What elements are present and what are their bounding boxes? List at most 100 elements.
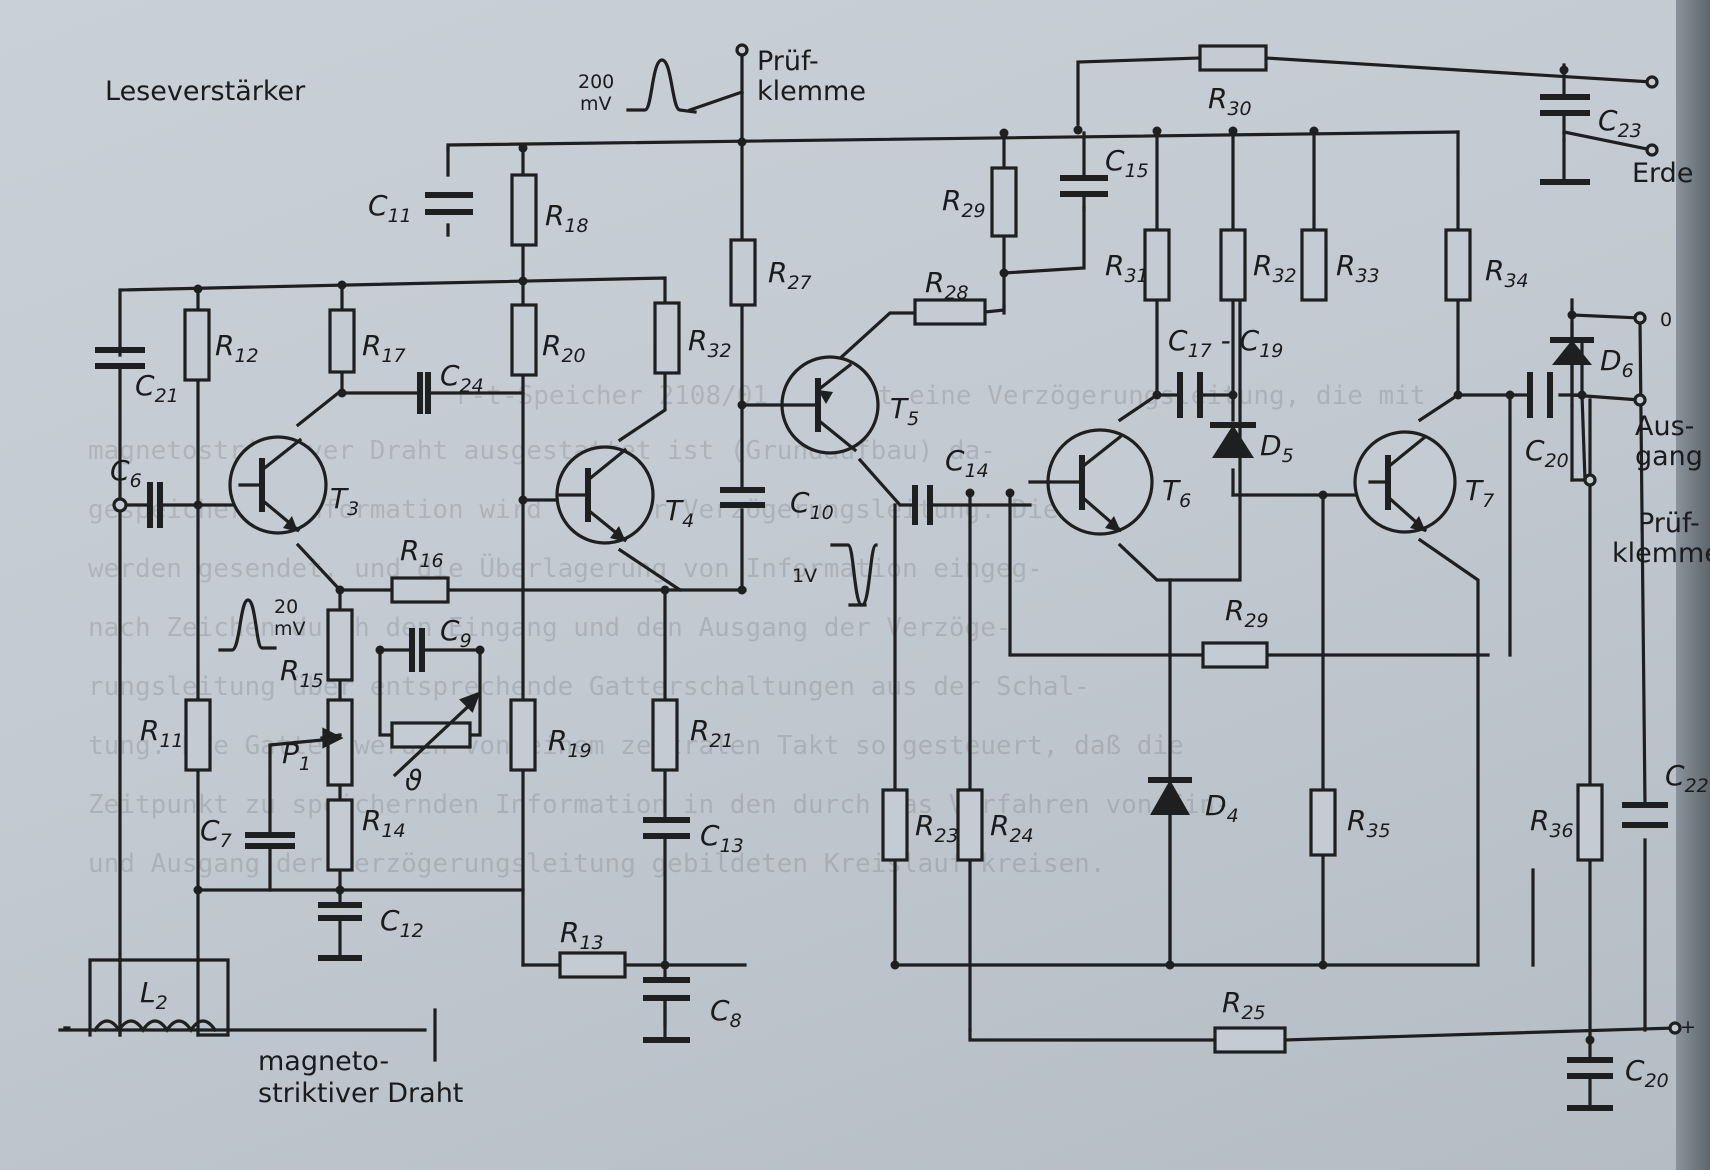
label-d6: D6 [1600, 344, 1634, 382]
label-ausgang-1: Aus- [1635, 411, 1694, 442]
transistor-t3 [228, 435, 328, 535]
resistor-r36 [1576, 783, 1604, 862]
label-c14: C21 [135, 369, 179, 407]
capacitors [95, 94, 1668, 1111]
ghost-line: nach Zeichen durch den Eingang und den A… [88, 613, 1012, 643]
label-pruefklemme-top-1: Prüf- [757, 46, 819, 77]
label-r27: R28 [925, 266, 969, 304]
label-r11: R11 [140, 714, 184, 752]
resistor-r21 [651, 698, 679, 772]
label-r17: R17 [362, 329, 406, 367]
label-striktiver-draht: striktiver Draht [258, 1078, 463, 1109]
label-c9: C9 [440, 614, 472, 652]
transistor-t6 [1028, 428, 1154, 536]
resistor-r20 [510, 303, 538, 377]
label-c15: C14 [945, 444, 989, 482]
pulse-label-mv: mV [580, 93, 612, 115]
resistor-r12 [183, 308, 211, 382]
bleed-through-text: r-t-Speicher 2108/01 enthält eine Verzög… [88, 381, 1426, 879]
junction-dots [193, 65, 1595, 1045]
diagram-title: Leseverstärker [105, 76, 306, 107]
label-magneto: magneto- [258, 1046, 389, 1077]
label-c20: C20 [1525, 434, 1569, 472]
diodes [1148, 337, 1594, 815]
label-r34: R34 [1485, 254, 1529, 292]
label-r36: R36 [1530, 804, 1574, 842]
ghost-line: und Ausgang der Verzögerungsleitung gebi… [88, 849, 1105, 879]
label-r24: R23 [915, 809, 959, 847]
ghost-line: r-t-Speicher 2108/01 enthält eine Verzög… [455, 381, 1426, 411]
label-c24: C24 [440, 359, 484, 397]
resistor-r30 [1201, 641, 1269, 669]
label-r19: R19 [548, 724, 592, 762]
label-theta: ϑ [405, 764, 422, 797]
label-l2: L2 [140, 976, 168, 1014]
diode-d6 [1550, 337, 1594, 365]
label-r21: R21 [690, 714, 734, 752]
resistor-r13 [558, 951, 627, 979]
resistor-r27 [913, 298, 987, 326]
resistor-r29 [1198, 44, 1268, 72]
transistors [228, 355, 1457, 545]
label-r16: R16 [400, 534, 444, 572]
ghost-line: rungsleitung über entsprechende Gattersc… [88, 672, 1090, 702]
label-c22: C22 [1665, 759, 1709, 797]
label-c16: C15 [1105, 144, 1149, 182]
resistor-r17 [328, 308, 356, 374]
resistor-r31 [1143, 228, 1171, 302]
resistor-r33 [1300, 228, 1328, 302]
label-c12: C12 [380, 904, 424, 942]
pulse-label-200: 200 [578, 71, 614, 93]
label-c6: C6 [110, 454, 142, 492]
resistor-r22 [653, 301, 681, 375]
label-t7: T7 [1465, 474, 1494, 512]
label-r30: R29 [1225, 594, 1269, 632]
resistor-r11 [184, 698, 212, 772]
pulse-label-1v: 1V [792, 565, 817, 587]
label-t3: T3 [330, 482, 359, 520]
label-r32: R32 [1253, 249, 1297, 287]
label-c10: C10 [790, 486, 834, 524]
resistor-r25 [956, 788, 984, 862]
resistor-r24 [881, 788, 909, 862]
label-pruefklemme-top-2: klemme [757, 76, 866, 107]
label-r33: R33 [1336, 249, 1380, 287]
label-c11: C11 [368, 189, 412, 227]
label-zero: 0 [1660, 309, 1672, 331]
label-r23: R25 [1222, 986, 1266, 1024]
label-c8: C8 [710, 994, 742, 1032]
label-r28: R29 [942, 184, 986, 222]
label-c7: C7 [200, 814, 232, 852]
label-erde: Erde [1632, 158, 1693, 189]
label-r13: R13 [560, 916, 604, 954]
transistor-t4 [555, 445, 655, 545]
resistor-r18 [510, 173, 538, 247]
label-r14: R14 [362, 804, 406, 842]
label-r22: R32 [688, 324, 732, 362]
page-edge-shadow [1676, 0, 1710, 1170]
adjust-arrows [320, 691, 481, 778]
pulse-label-mv-left: mV [274, 618, 306, 640]
resistor-r34 [1444, 228, 1472, 302]
label-c21: C20 [1625, 1054, 1669, 1092]
pulse-label-20: 20 [274, 596, 298, 618]
label-r18: R18 [545, 199, 589, 237]
label-r35: R35 [1347, 804, 1391, 842]
wires [58, 48, 1677, 1107]
label-p1: P1 [282, 737, 311, 775]
label-r15: R15 [280, 654, 324, 692]
resistor-r15 [326, 608, 354, 682]
label-d4: D4 [1205, 789, 1239, 827]
label-c13: C13 [700, 819, 744, 857]
ghost-line: Zeitpunkt zu speichernden Information in… [88, 790, 1231, 820]
label-d5: D5 [1260, 429, 1294, 467]
label-plus: + [1680, 1016, 1696, 1038]
resistor-r35 [1309, 788, 1337, 857]
resistor-r23 [1213, 1026, 1287, 1054]
resistor-r19 [509, 698, 537, 772]
labels: Leseverstärker Prüf- klemme 200 mV 20 mV… [62, 46, 1710, 1109]
resistors [183, 44, 1604, 1054]
diode-d4 [1148, 777, 1192, 815]
resistor-r32 [1219, 228, 1247, 302]
